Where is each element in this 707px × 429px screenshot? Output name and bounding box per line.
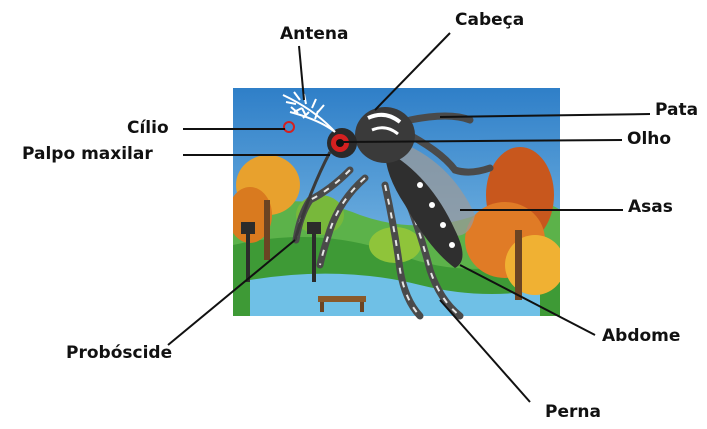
label-pata: Pata <box>655 100 698 120</box>
label-proboscide: Probóscide <box>66 343 172 363</box>
label-palpo-maxilar: Palpo maxilar <box>22 144 153 164</box>
label-abdome: Abdome <box>602 326 680 346</box>
label-olho: Olho <box>627 129 671 149</box>
label-antena: Antena <box>280 24 349 44</box>
label-asas: Asas <box>628 197 673 217</box>
label-cilio: Cílio <box>127 118 169 138</box>
label-perna: Perna <box>545 402 601 422</box>
label-cabeca: Cabeça <box>455 10 524 30</box>
